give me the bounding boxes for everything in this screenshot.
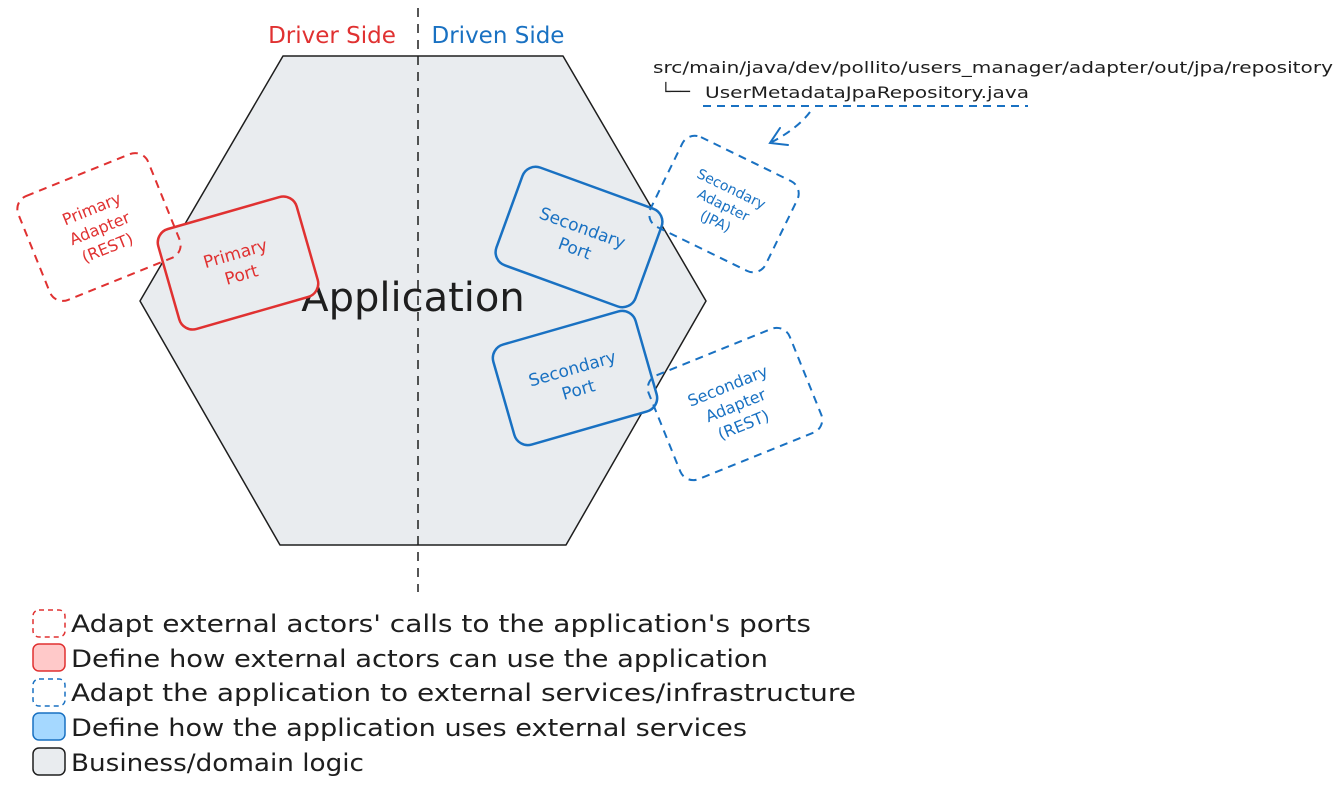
file-tree-file: UserMetadataJpaRepository.java xyxy=(705,83,1029,102)
secondary-port-top: Secondary Port xyxy=(494,165,664,309)
legend-item-red-filled: Define how external actors can use the a… xyxy=(32,643,768,673)
driven-side-label: Driven Side xyxy=(432,23,565,49)
driver-side-label: Driver Side xyxy=(268,23,396,49)
legend-swatch-gray-filled xyxy=(32,747,66,776)
legend-item-blue-filled: Define how the application uses external… xyxy=(32,712,747,742)
file-tree-path: src/main/java/dev/pollito/users_manager/… xyxy=(653,58,1333,78)
legend-swatch-blue-filled xyxy=(32,712,66,741)
application-label: Application xyxy=(301,275,525,321)
arrowhead-icon xyxy=(768,127,789,146)
primary-port: Primary Port xyxy=(156,195,320,331)
legend-item-red-dashed: Adapt external actors' calls to the appl… xyxy=(32,609,811,638)
legend: Adapt external actors' calls to the appl… xyxy=(32,609,856,777)
legend-swatch-red-filled xyxy=(32,643,66,672)
legend-item-blue-dashed: Adapt the application to external servic… xyxy=(32,678,856,707)
legend-item-gray-filled: Business/domain logic xyxy=(32,747,364,777)
legend-text-4: Define how the application uses external… xyxy=(71,714,747,742)
legend-text-2: Define how external actors can use the a… xyxy=(71,645,768,673)
file-to-jpa-arrow xyxy=(771,111,811,143)
legend-swatch-blue-dashed xyxy=(32,678,66,707)
legend-swatch-red-dashed xyxy=(32,609,66,638)
legend-text-5: Business/domain logic xyxy=(71,749,364,777)
legend-text-1: Adapt external actors' calls to the appl… xyxy=(71,610,811,638)
legend-text-3: Adapt the application to external servic… xyxy=(71,679,856,707)
secondary-port-bottom: Secondary Port xyxy=(491,309,659,447)
file-tree-branch: └── xyxy=(661,81,690,101)
